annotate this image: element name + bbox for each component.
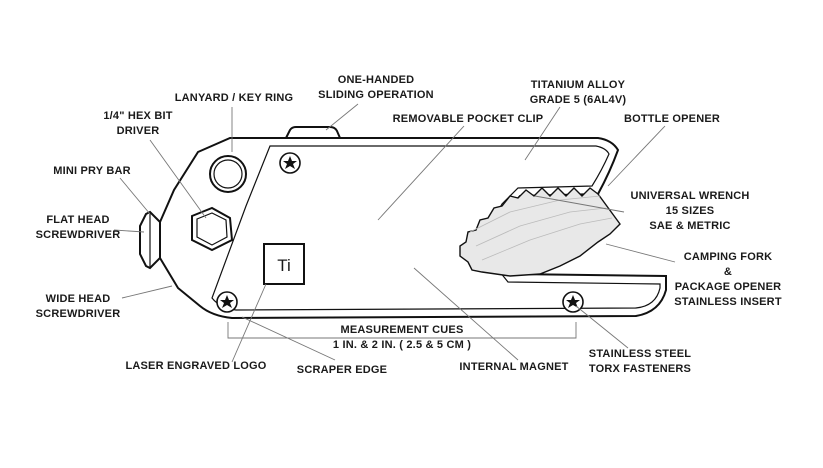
label-one-handed-1: ONE-HANDED: [338, 74, 415, 86]
label-torx-1: STAINLESS STEEL: [589, 348, 691, 360]
label-laser-logo: LASER ENGRAVED LOGO: [125, 360, 266, 372]
ti-logo-box: [263, 243, 305, 285]
sliding-button: [284, 126, 342, 139]
label-measure-1: MEASUREMENT CUES: [341, 324, 464, 336]
label-mini-pry: MINI PRY BAR: [53, 165, 131, 177]
label-one-handed-2: SLIDING OPERATION: [318, 89, 434, 101]
tool-body: Ti: [139, 126, 667, 320]
label-measure-2: 1 IN. & 2 IN. ( 2.5 & 5 CM ): [333, 339, 471, 351]
label-titanium-2: GRADE 5 (6AL4V): [530, 94, 627, 106]
label-pocket-clip: REMOVABLE POCKET CLIP: [393, 113, 544, 125]
lanyard-ring-inner: [213, 159, 243, 189]
label-titanium-1: TITANIUM ALLOY: [531, 79, 626, 91]
leader-lines: [113, 103, 676, 363]
hex-bit-inner: [196, 212, 228, 246]
label-hex-bit-1: 1/4" HEX BIT: [103, 110, 172, 122]
label-scraper: SCRAPER EDGE: [297, 364, 387, 376]
label-hex-bit-2: DRIVER: [117, 125, 160, 137]
label-wrench-2: 15 SIZES: [666, 205, 715, 217]
label-flat-head-2: SCREWDRIVER: [36, 229, 121, 241]
label-flat-head-1: FLAT HEAD: [46, 214, 109, 226]
torx-screw-bottom-left: [216, 291, 238, 313]
label-torx-2: TORX FASTENERS: [589, 363, 691, 375]
label-camping-3: PACKAGE OPENER: [675, 281, 782, 293]
ti-logo-text: Ti: [277, 256, 291, 275]
torx-screw-bottom-right: [562, 291, 584, 313]
lanyard-ring: [209, 155, 247, 193]
universal-wrench: [459, 187, 621, 277]
wrench-shade-line: [481, 217, 613, 261]
label-wrench-1: UNIVERSAL WRENCH: [630, 190, 749, 202]
torx-screw-top-left: [279, 152, 301, 174]
label-wrench-3: SAE & METRIC: [649, 220, 730, 232]
labels: LANYARD / KEY RING ONE-HANDED SLIDING OP…: [36, 74, 782, 376]
label-camping-1: CAMPING FORK: [684, 251, 773, 263]
label-wide-head-1: WIDE HEAD: [46, 293, 111, 305]
wrench-shade-line: [469, 195, 601, 233]
label-magnet: INTERNAL MAGNET: [459, 361, 568, 373]
label-camping-4: STAINLESS INSERT: [674, 296, 782, 308]
label-lanyard: LANYARD / KEY RING: [175, 92, 294, 104]
wrench-shade-line: [475, 207, 607, 247]
label-camping-2: &: [724, 266, 732, 278]
label-bottle-opener: BOTTLE OPENER: [624, 113, 720, 125]
label-wide-head-2: SCREWDRIVER: [36, 308, 121, 320]
